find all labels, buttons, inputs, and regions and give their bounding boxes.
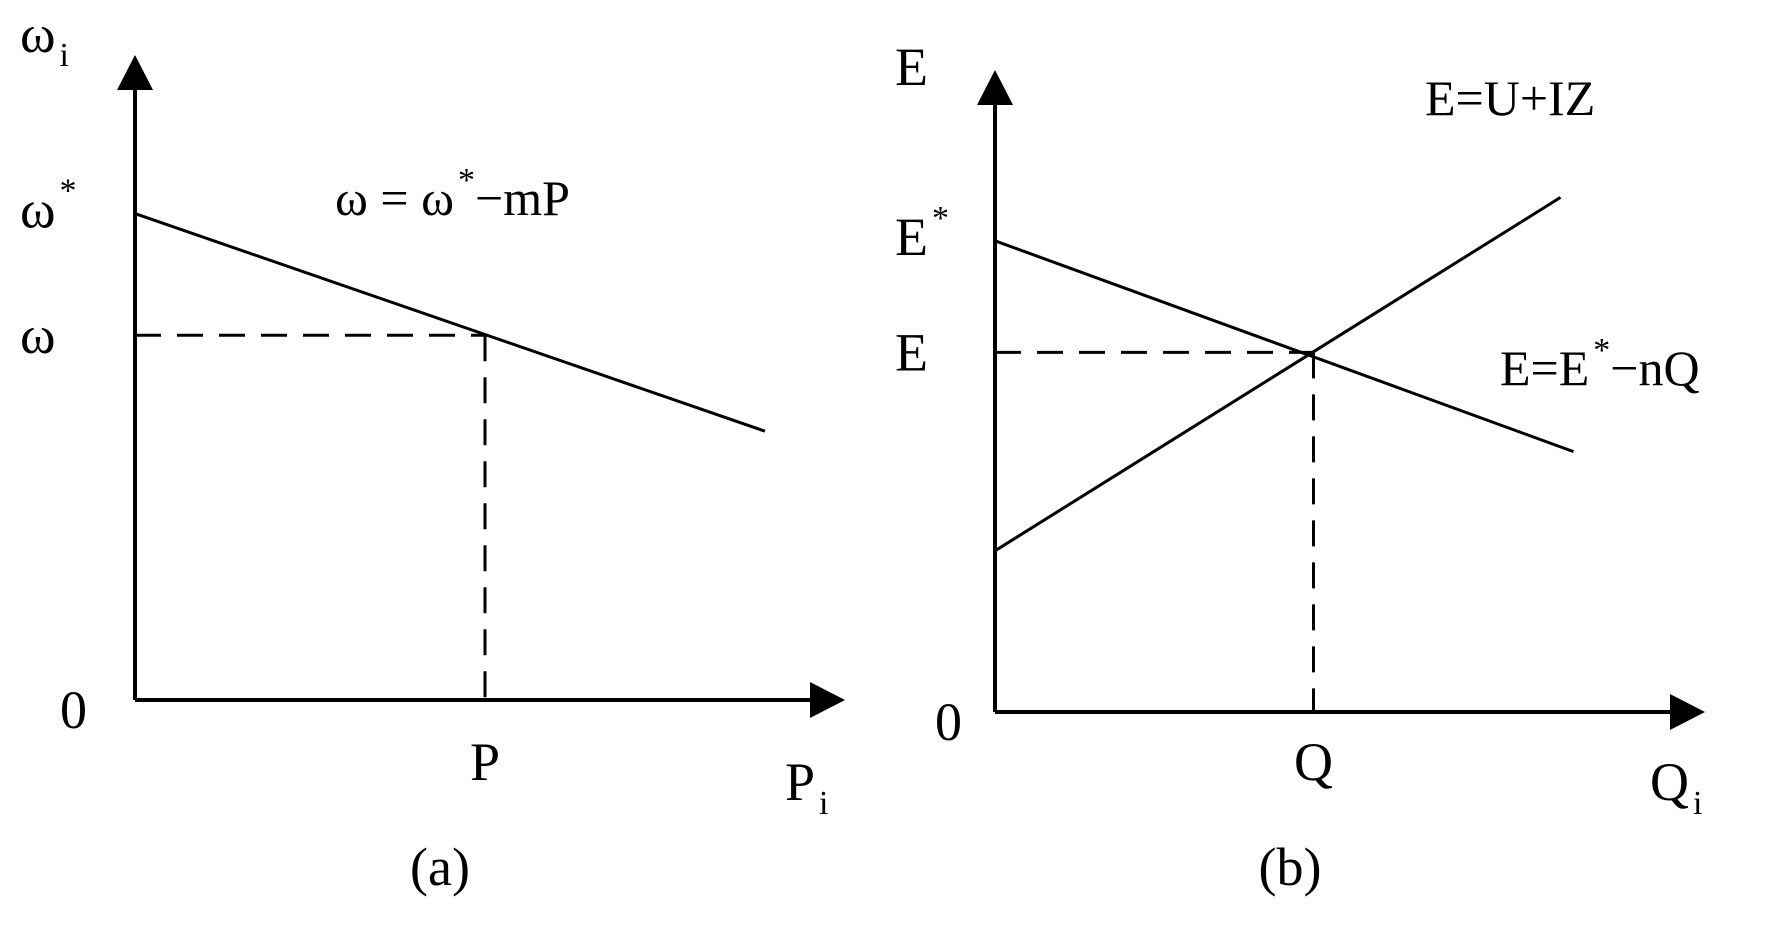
x-tick-label-1: P (470, 732, 500, 792)
x-axis-arrow (1670, 694, 1705, 730)
y-tick-label-2: ω (20, 305, 56, 365)
panel-caption: (a) (410, 837, 470, 897)
y-tick-label-1: ω* (20, 173, 77, 240)
y-tick-label-1: E* (895, 200, 949, 267)
origin-label: 0 (60, 680, 87, 740)
equation-label-1: ω = ω*−mP (335, 162, 570, 226)
equation-label-1: E=U+IZ (1425, 70, 1595, 126)
y-axis-arrow (977, 70, 1013, 105)
series-line-1 (134, 212, 766, 433)
equation-label-2: E=E*−nQ (1500, 332, 1700, 396)
origin-label: 0 (935, 692, 962, 752)
series-line-2 (994, 196, 1562, 553)
x-axis-arrow (810, 682, 845, 718)
panel-caption: (b) (1259, 837, 1322, 897)
y-tick-label-2: E (895, 322, 928, 382)
x-tick-label-1: Q (1294, 732, 1333, 792)
y-axis-label: E (895, 37, 928, 97)
series-line-1 (994, 239, 1575, 454)
y-axis-arrow (117, 55, 153, 90)
